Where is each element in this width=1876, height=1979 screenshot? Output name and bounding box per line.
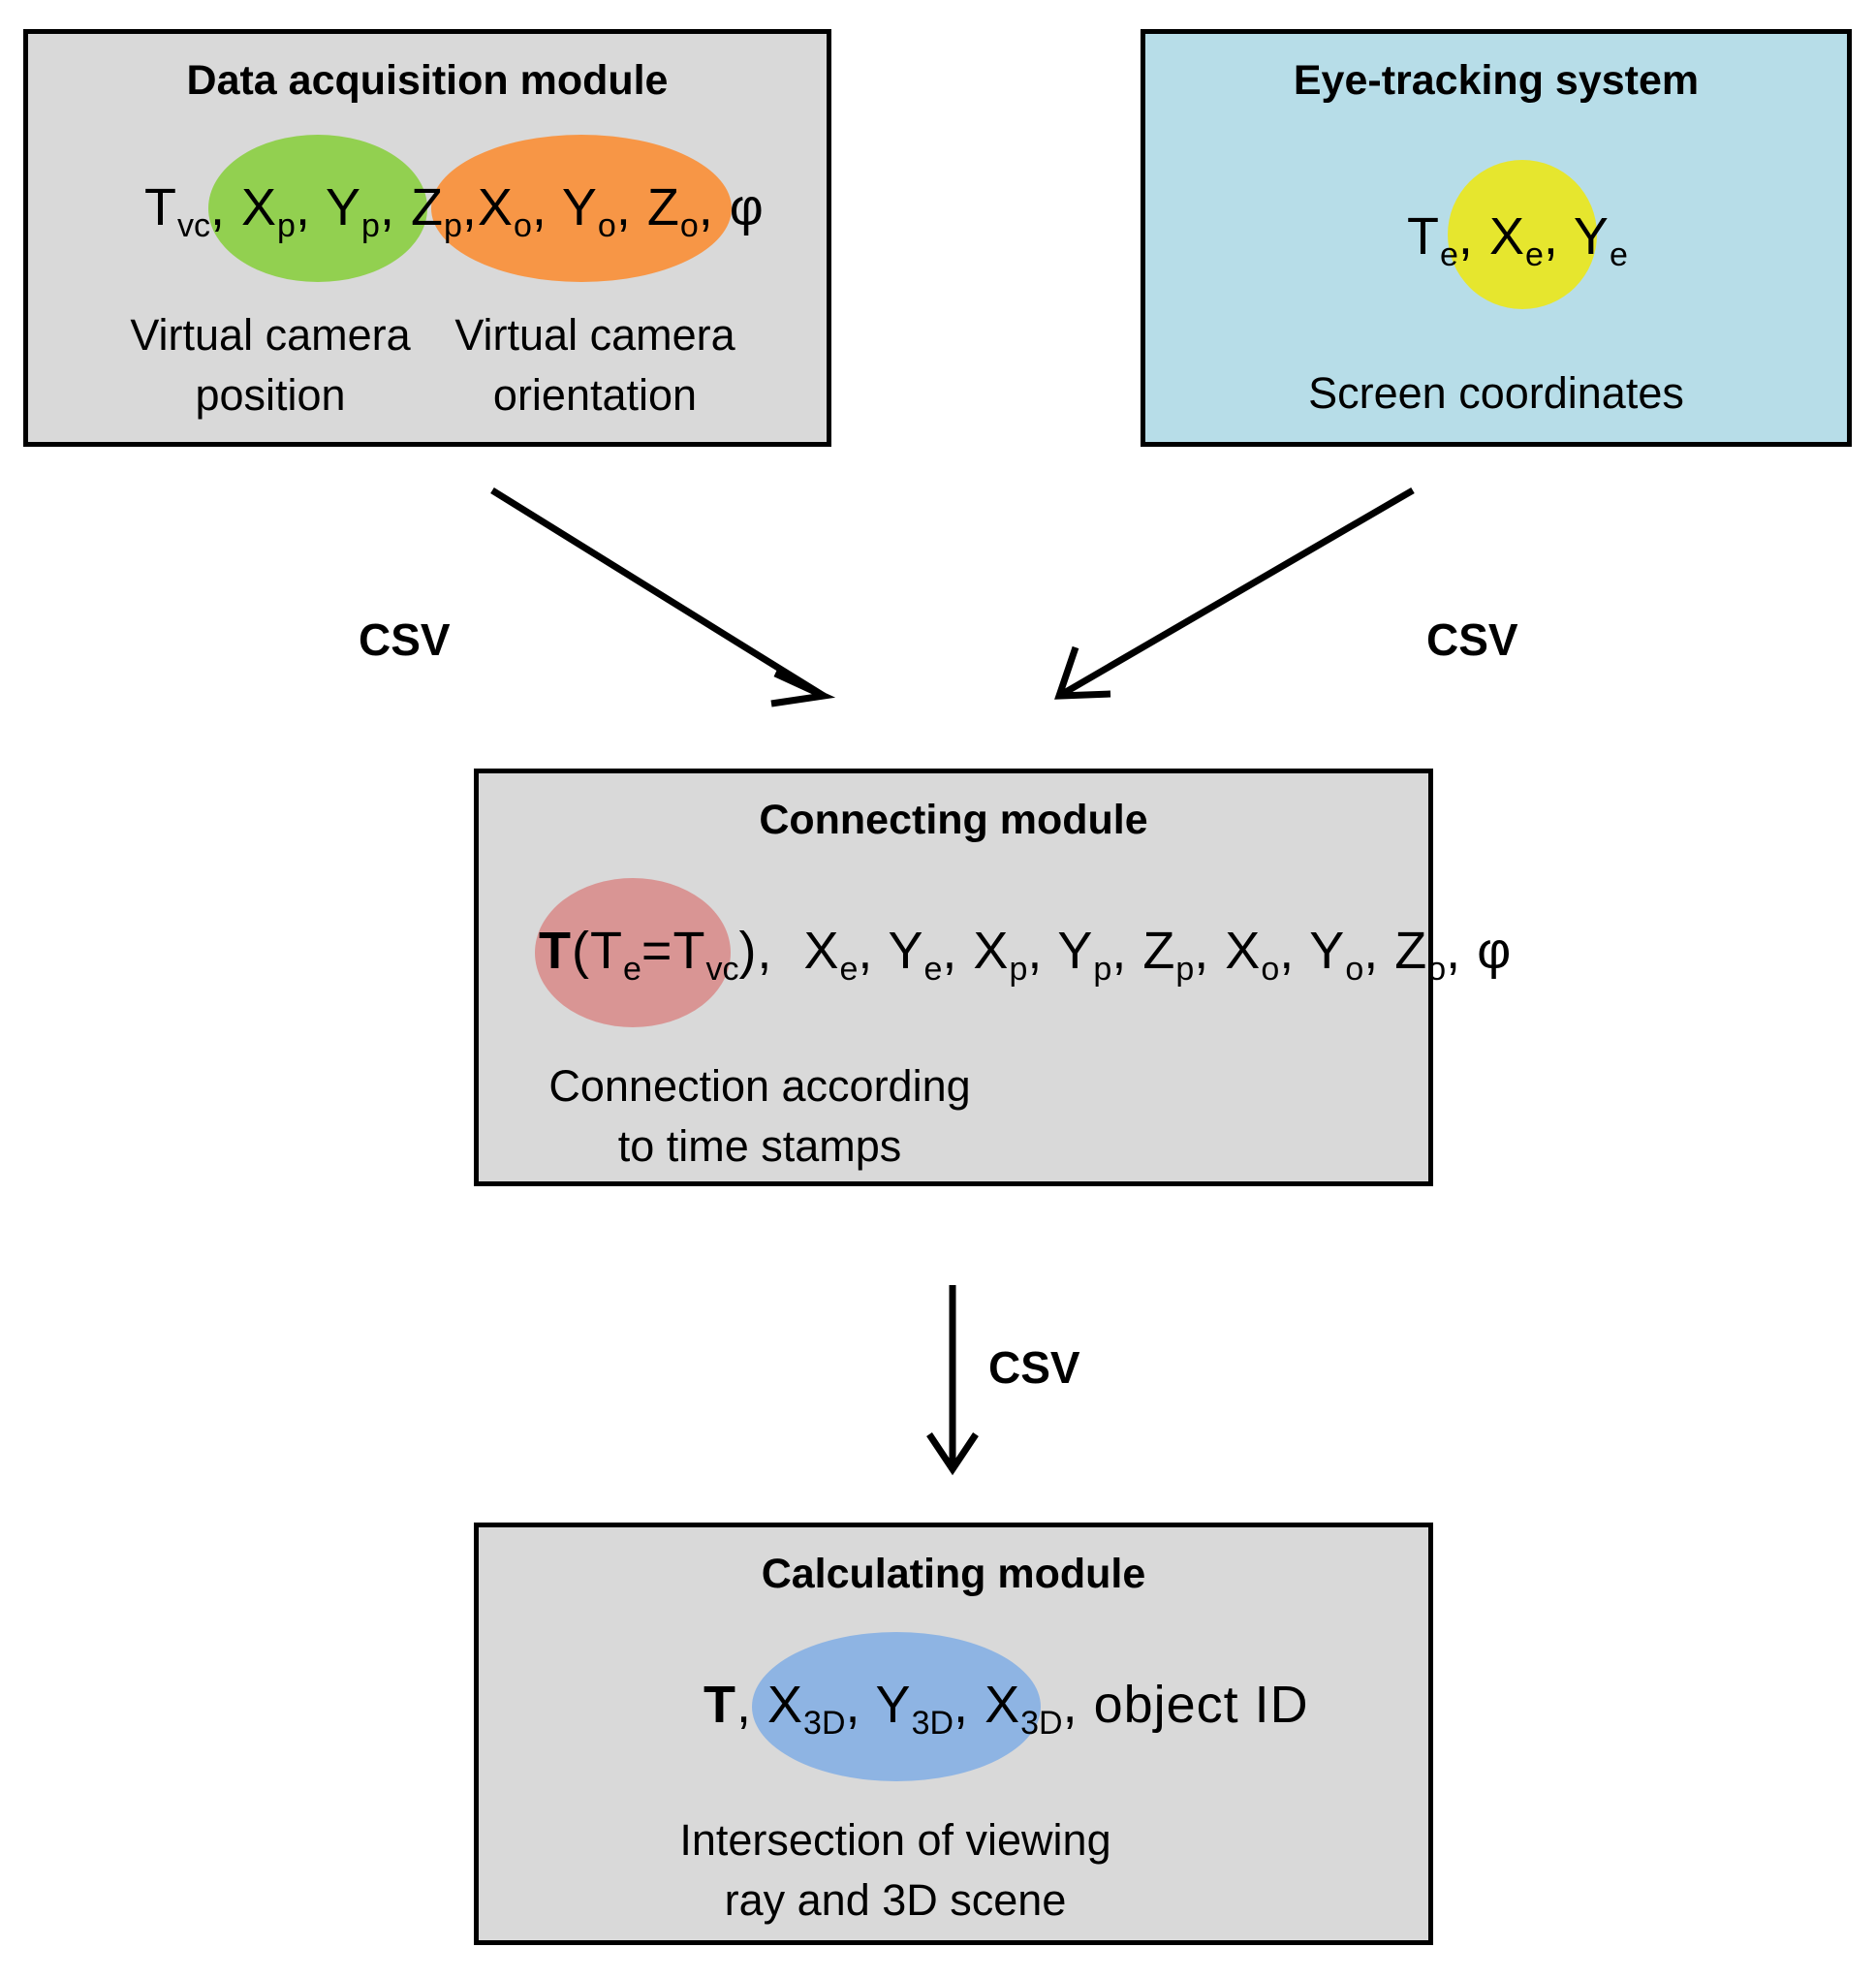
arrow-eye-to-connecting [1054, 487, 1415, 700]
calculating-box: Calculating module T, X3D, Y3D, X3D, obj… [474, 1523, 1433, 1945]
caption-camera-position: Virtual camera position [130, 310, 411, 420]
connecting-box: Connecting module T(Te=Tvc), Xe, Ye, Xp,… [474, 769, 1511, 1186]
intersection-ellipse [752, 1632, 1041, 1781]
data-acquisition-box: Data acquisition module Tvc, Xp, Yp, Zp,… [23, 29, 831, 447]
eye-tracking-box: Eye-tracking system Te, Xe, Ye Screen co… [1141, 29, 1852, 447]
connecting-variables: T(Te=Tvc), Xe, Ye, Xp, Yp, Zp, Xo, Yo, Z… [539, 922, 1513, 988]
caption-connection: Connection according to time stamps [548, 1061, 971, 1171]
eye-variables: Te, Xe, Ye [1407, 207, 1628, 273]
calculating-title: Calculating module [761, 1551, 1146, 1597]
csv-label-left: CSV [359, 614, 451, 665]
arrow-acquisition-to-connecting [490, 487, 836, 707]
orientation-ellipse [431, 135, 732, 282]
caption-camera-orientation: Virtual camera orientation [454, 310, 735, 420]
arrow-connecting-to-calculating [926, 1285, 979, 1476]
position-ellipse [208, 135, 427, 282]
data-acquisition-title: Data acquisition module [186, 57, 669, 104]
caption-intersection: Intersection of viewing ray and 3D scene [679, 1815, 1111, 1925]
caption-screen-coordinates: Screen coordinates [1308, 368, 1684, 418]
acquisition-variables: Tvc, Xp, Yp, Zp,Xo, Yo, Zo, φ [144, 178, 765, 244]
timestamp-ellipse [535, 878, 731, 1027]
eye-tracking-title: Eye-tracking system [1293, 57, 1700, 104]
csv-label-right: CSV [1426, 614, 1518, 665]
calculating-variables: T, X3D, Y3D, X3D, object ID [704, 1676, 1309, 1742]
csv-label-down: CSV [988, 1342, 1080, 1393]
connecting-title: Connecting module [759, 797, 1148, 843]
eye-coordinates-ellipse [1448, 160, 1597, 309]
